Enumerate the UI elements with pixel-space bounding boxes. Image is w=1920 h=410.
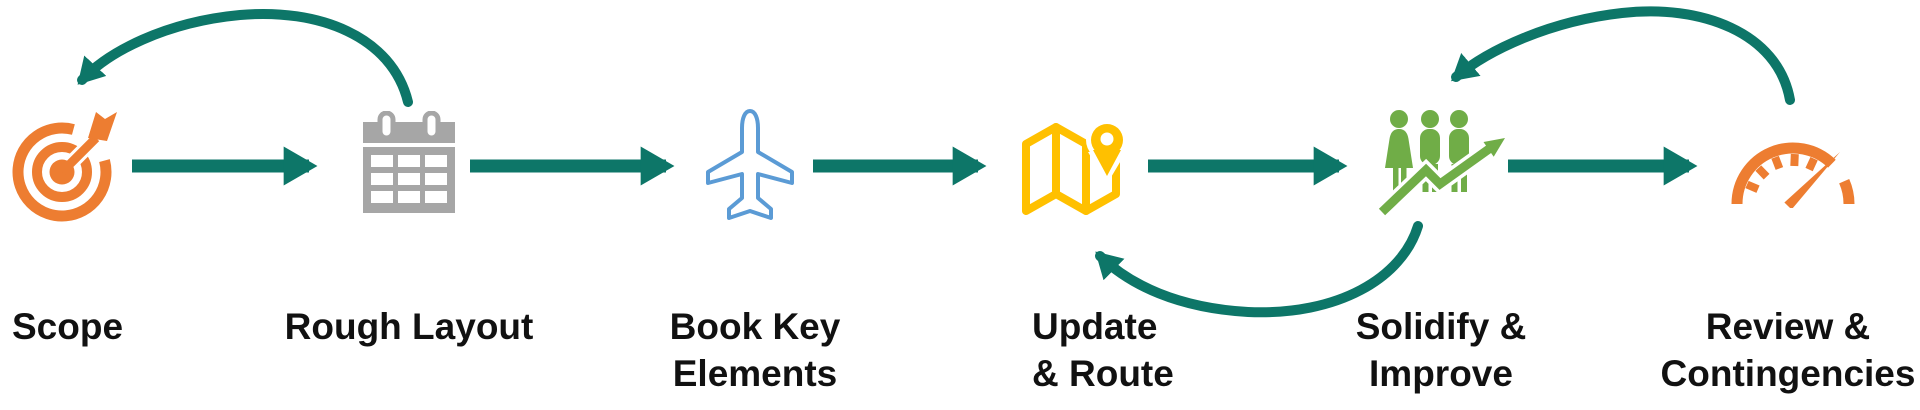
feedback-arrow-solidify-improve-to-update-route xyxy=(1095,221,1423,318)
gauge-arc xyxy=(1731,142,1836,205)
dart-shaft xyxy=(58,134,100,176)
step-label-line: Contingencies xyxy=(1660,353,1916,394)
dart-fletching xyxy=(88,112,117,141)
calendar-ring-left xyxy=(377,111,396,141)
calendar-icon xyxy=(363,111,455,213)
feedback-arrow-rough-layout-to-scope xyxy=(77,9,413,107)
step-label-line: Solidify & xyxy=(1355,306,1527,347)
step-label-rough-layout: Rough Layout xyxy=(285,303,534,350)
calendar-ring-right xyxy=(422,111,441,141)
step-label-line: Review & xyxy=(1705,306,1871,347)
step-label-line: Improve xyxy=(1369,353,1513,394)
feedback-arrow-review-contingencies-to-solidify-improve xyxy=(1451,6,1795,105)
trend-up-arrow xyxy=(1376,133,1510,218)
speedometer-icon xyxy=(1731,142,1855,208)
gauge-tick-marks xyxy=(1745,153,1818,193)
calendar-top-bar xyxy=(363,122,455,143)
target-dart-icon xyxy=(12,112,117,222)
target-middle-ring xyxy=(32,142,92,202)
airplane-icon xyxy=(706,109,794,220)
step-label-review-contingencies: Review & Contingencies xyxy=(1661,303,1916,397)
woman-figure xyxy=(1385,129,1413,168)
step-label-scope: Scope xyxy=(12,303,123,350)
gauge-arc-right-stub xyxy=(1839,178,1855,205)
gauge-needle xyxy=(1784,152,1840,208)
person-figure-middle xyxy=(1420,129,1440,165)
step-label-line: & Route xyxy=(1032,353,1174,394)
calendar-grid-cells xyxy=(371,155,447,203)
map-location-pin-icon xyxy=(1022,119,1128,215)
person-figure-right xyxy=(1449,129,1469,165)
location-pin xyxy=(1086,119,1128,184)
step-label-solidify-improve: Solidify & Improve xyxy=(1356,303,1527,397)
step-label-line: Scope xyxy=(12,306,124,347)
step-label-line: Book Key xyxy=(669,306,841,347)
step-label-update-route: Update & Route xyxy=(1032,303,1174,397)
step-label-line: Update xyxy=(1032,306,1158,347)
step-label-book-key-elements: Book Key Elements xyxy=(670,303,841,397)
pin-hole xyxy=(1100,132,1114,146)
step-label-line: Rough Layout xyxy=(284,306,534,347)
airplane-outline xyxy=(706,109,794,220)
target-outer-ring xyxy=(12,122,112,222)
people-growth-arrow-icon xyxy=(1376,110,1510,218)
step-label-line: Elements xyxy=(672,353,838,394)
